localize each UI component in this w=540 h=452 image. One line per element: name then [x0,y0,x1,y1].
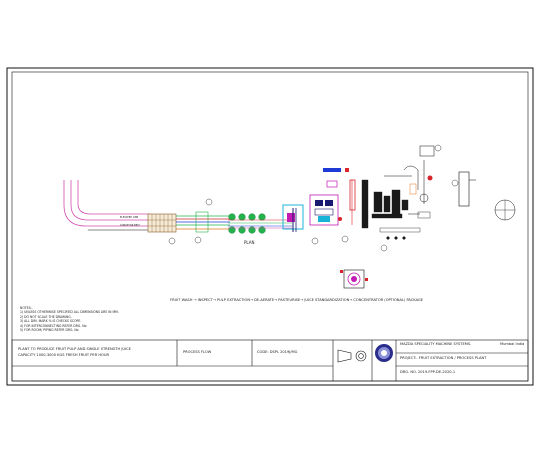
callout-1 [168,237,176,245]
callout-3 [205,198,213,206]
company-name: MAZDA SPECIALITY MACHINE SYSTEMS. [400,342,472,346]
note-item: 4) FOR INTERCONNECTING REFER DRG. No [20,323,87,328]
note-item: 2) DO NOT SCALE THE DRAWING. [20,314,72,319]
outer-frame [6,67,534,386]
de-aerator [282,204,304,232]
projection-symbol [337,349,367,363]
conveyor-label-elevated: ELEVATED LINE [120,215,139,219]
note-item: 3) ALL DIM. MARK % IS CHECKS SCOPE. [20,319,82,324]
note-item: 1) UNLESS OTHERWISE SPECIFIED ALL DIMENS… [20,310,119,315]
inlet-pipe [63,180,150,227]
project-name: PROJECT:- FRUIT EXTRACTION / PROCESS PLA… [400,356,487,360]
callout-2 [194,236,202,244]
title-block [11,339,529,382]
conveyor-label-belt: CONVEYOR BELT [120,224,140,227]
storage-tank [458,171,470,207]
detail-view [340,269,368,289]
package-unit [417,144,442,219]
pasteuriser [309,194,342,226]
callout-7 [451,179,459,187]
company-logo [375,344,393,362]
pulp-extractor-units [228,213,266,234]
concentrator-assembly [361,179,421,240]
callout-4 [311,237,319,245]
notes-heading: NOTES:- [20,306,33,310]
inner-frame [11,71,529,382]
drawing-code: CODE: DSPL 2019J/MG [257,350,298,354]
drawing-type: PROCESS FLOW [183,350,212,354]
fruit-wash-conveyor [147,213,177,233]
note-item: 5) FOR ROOM/ PIPING REFER DRG. No [20,328,79,333]
process-lines [228,219,292,229]
drawing-number: DRG. NO. 2019-FPP-DE-2020-1 [400,370,456,374]
callout-5 [341,235,349,243]
notes-block: NOTES:- 1) UNLESS OTHERWISE SPECIFIED AL… [20,306,119,332]
plan-title: PLAN [244,240,255,245]
project-description-line2: CAPACITY 1000-3000 KGS FRESH FRUIT PER H… [18,353,109,357]
process-flow-sequence: FRUIT WASH → INSPECT→ PULP EXTRACTION→ D… [170,298,424,302]
juice-standardization-tanks [323,168,356,225]
north-symbol [494,199,516,221]
project-description-line1: PLANT TO PRODUCE FRUIT PULP AND SINGLE S… [18,347,131,351]
callout-6 [380,244,388,252]
company-city: Mumbai India [500,342,525,346]
inspection-conveyor [176,211,230,233]
